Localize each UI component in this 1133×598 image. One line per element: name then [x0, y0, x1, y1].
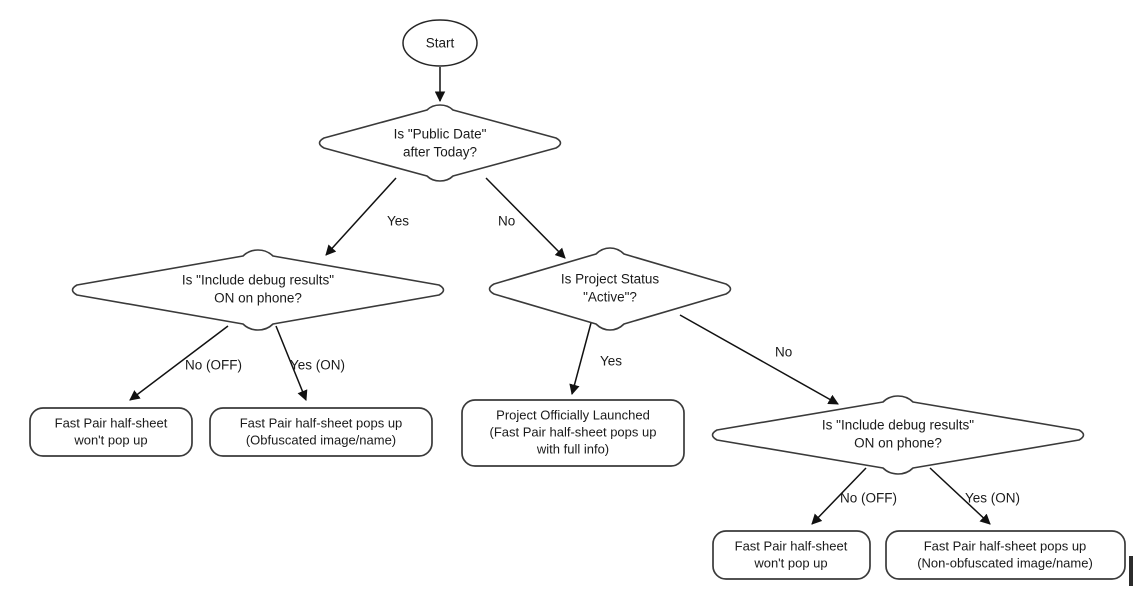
- edge-label-debug-left-no: No (OFF): [185, 358, 242, 373]
- edge-debug-right-no: No (OFF): [811, 467, 897, 525]
- edge-label-public-date-no: No: [498, 214, 515, 229]
- node-start-label: Start: [426, 36, 455, 51]
- node-result-right-on[interactable]: Fast Pair half-sheet pops up (Non-obfusc…: [885, 530, 1126, 580]
- edge-project-status-no: No: [679, 314, 839, 405]
- edge-public-date-no: No: [485, 177, 566, 259]
- node-result-project-launched-line1: Project Officially Launched: [496, 407, 650, 422]
- node-result-right-off-line2: won't pop up: [753, 555, 827, 570]
- node-decision-debug-left-line2: ON on phone?: [214, 291, 302, 306]
- edge-public-date-yes: Yes: [325, 177, 409, 256]
- node-result-right-on-line2: (Non-obfuscated image/name): [917, 555, 1093, 570]
- page-edge-artifact: [1129, 556, 1133, 586]
- node-result-left-off[interactable]: Fast Pair half-sheet won't pop up: [29, 407, 193, 457]
- edge-project-status-yes: Yes: [569, 322, 622, 396]
- node-result-project-launched[interactable]: Project Officially Launched (Fast Pair h…: [461, 399, 685, 467]
- edge-debug-right-yes: Yes (ON): [929, 467, 1020, 525]
- node-decision-debug-right-line2: ON on phone?: [854, 436, 942, 451]
- node-result-left-off-line2: won't pop up: [73, 432, 147, 447]
- node-decision-debug-right-line1: Is "Include debug results": [822, 418, 974, 433]
- node-decision-debug-left-line1: Is "Include debug results": [182, 273, 334, 288]
- node-decision-public-date-line1: Is "Public Date": [394, 127, 487, 142]
- node-decision-project-status-line2: "Active"?: [583, 290, 637, 305]
- node-decision-project-status[interactable]: Is Project Status "Active"?: [488, 247, 732, 331]
- node-decision-public-date-line2: after Today?: [403, 145, 477, 160]
- node-result-left-on[interactable]: Fast Pair half-sheet pops up (Obfuscated…: [209, 407, 433, 457]
- node-start[interactable]: Start: [402, 19, 478, 67]
- node-result-right-off-line1: Fast Pair half-sheet: [735, 538, 848, 553]
- node-result-project-launched-line2: (Fast Pair half-sheet pops up: [490, 424, 657, 439]
- edge-label-project-status-no: No: [775, 345, 792, 360]
- node-result-left-off-line1: Fast Pair half-sheet: [55, 415, 168, 430]
- node-result-left-on-line2: (Obfuscated image/name): [246, 432, 396, 447]
- edge-label-debug-right-yes: Yes (ON): [965, 491, 1020, 506]
- node-result-right-on-line1: Fast Pair half-sheet pops up: [924, 538, 1087, 553]
- edge-label-debug-right-no: No (OFF): [840, 491, 897, 506]
- edge-debug-left-yes: Yes (ON): [275, 325, 345, 401]
- node-decision-project-status-line1: Is Project Status: [561, 272, 660, 287]
- edge-label-debug-left-yes: Yes (ON): [290, 358, 345, 373]
- edge-debug-left-no: No (OFF): [129, 325, 242, 401]
- node-decision-public-date[interactable]: Is "Public Date" after Today?: [318, 104, 562, 182]
- edge-label-public-date-yes: Yes: [387, 214, 409, 229]
- node-decision-debug-left[interactable]: Is "Include debug results" ON on phone?: [71, 249, 445, 331]
- node-decision-debug-right[interactable]: Is "Include debug results" ON on phone?: [711, 395, 1085, 475]
- node-result-left-on-line1: Fast Pair half-sheet pops up: [240, 415, 403, 430]
- edge-label-project-status-yes: Yes: [600, 354, 622, 369]
- node-result-project-launched-line3: with full info): [536, 441, 609, 456]
- node-result-right-off[interactable]: Fast Pair half-sheet won't pop up: [712, 530, 871, 580]
